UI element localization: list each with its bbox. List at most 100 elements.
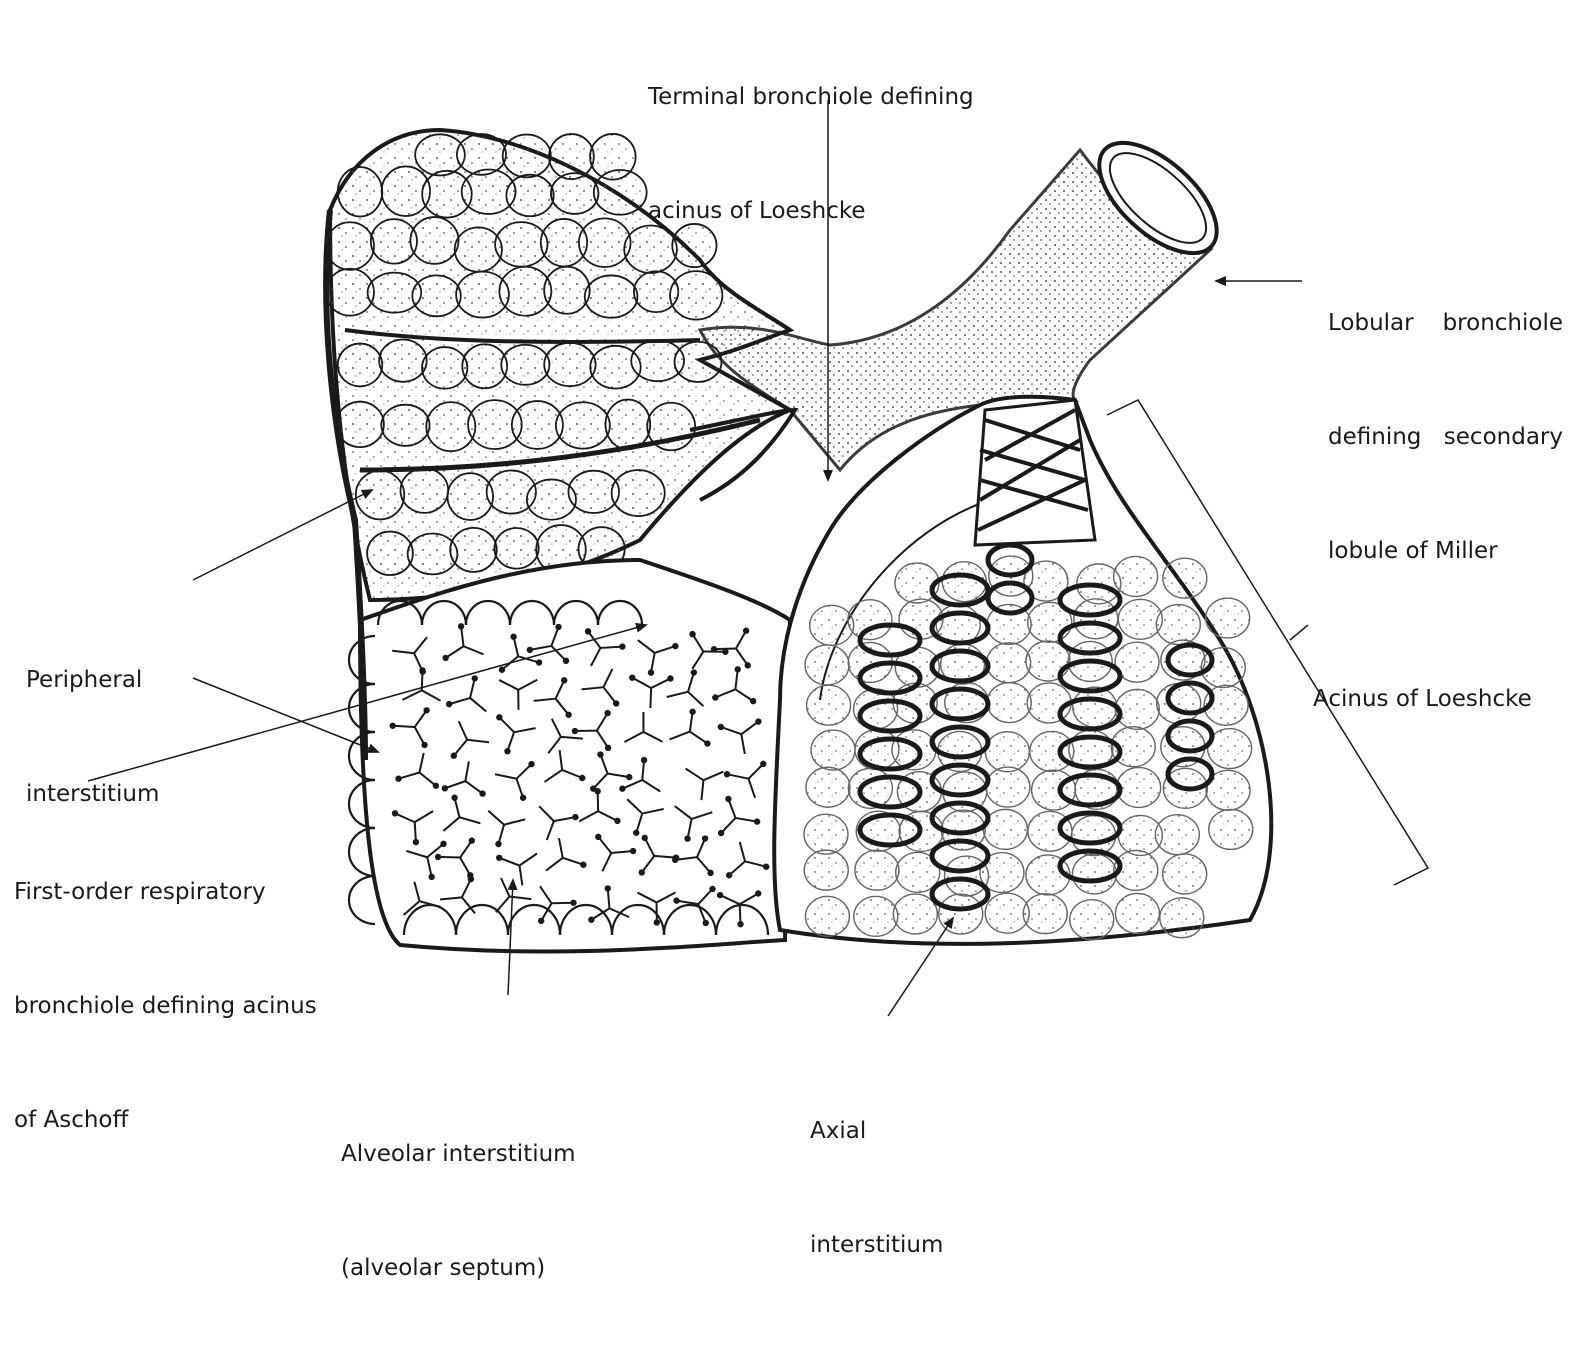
alveolus (338, 167, 383, 216)
septum-node (604, 710, 610, 716)
septum-node (520, 795, 526, 801)
septum-branch (650, 688, 651, 708)
septum-node (743, 628, 749, 634)
alveolus (506, 175, 553, 217)
alveolus (412, 275, 460, 316)
right-alveoli (804, 556, 1253, 940)
septum-node (472, 675, 478, 681)
septum-node (630, 848, 636, 854)
septum-node (499, 667, 505, 673)
alveolus (1072, 854, 1116, 894)
alveolus (457, 134, 506, 175)
label-axial-interstitium: Axial interstitium (810, 1036, 943, 1340)
alveolus (1070, 900, 1114, 940)
septum-node (395, 776, 401, 782)
alveolus (986, 767, 1030, 807)
alveolus (1074, 599, 1118, 639)
alveolus (1114, 556, 1158, 596)
alveolus (810, 605, 854, 645)
septum-branch (600, 647, 622, 648)
alveolus (1117, 767, 1161, 807)
septum-node (442, 785, 448, 791)
alveolus (675, 342, 722, 382)
septum-node (704, 740, 710, 746)
septum-node (538, 918, 544, 924)
septum-node (504, 748, 510, 754)
septum-node (579, 775, 585, 781)
septum-node (750, 698, 756, 704)
septum-node (451, 795, 457, 801)
septum-node (673, 897, 679, 903)
alveolus (1115, 893, 1159, 933)
septum-node (648, 669, 654, 675)
septum-node (597, 751, 603, 757)
septum-node (619, 785, 625, 791)
septum-node (469, 837, 475, 843)
septum-node (594, 788, 600, 794)
septum-node (605, 745, 611, 751)
septum-node (528, 761, 534, 767)
alveolus (1030, 731, 1074, 771)
terminal-airway-crosshatch (975, 400, 1095, 545)
septum-node (755, 718, 761, 724)
alveolus (379, 339, 427, 381)
septum-node (588, 917, 594, 923)
septum-node (702, 835, 708, 841)
septum-node (691, 669, 697, 675)
septum-node (763, 863, 769, 869)
septum-node (451, 753, 457, 759)
septum-node (433, 783, 439, 789)
septum-node (423, 707, 429, 713)
septum-node (737, 921, 743, 927)
alveolus (939, 894, 983, 934)
alveolus (462, 344, 507, 388)
alveolus (1157, 683, 1201, 723)
septum-node (572, 728, 578, 734)
alveolus (494, 528, 538, 569)
label-first-order-bronchiole: First-order respiratory bronchiole defin… (14, 797, 317, 1215)
septum-node (390, 723, 396, 729)
alveolus (544, 267, 590, 314)
alveolus (450, 528, 497, 572)
septum-node (392, 810, 398, 816)
septum-node (613, 700, 619, 706)
alveolus (854, 896, 898, 936)
septum-node (496, 714, 502, 720)
septum-node (479, 790, 485, 796)
alveolus (605, 400, 650, 450)
alveolus (1156, 605, 1200, 645)
alveolus (549, 134, 594, 179)
septum-node (580, 862, 586, 868)
alveolus (1023, 894, 1067, 934)
alveolus (367, 532, 413, 575)
alveolus (805, 896, 849, 936)
lung-lobule-diagram: Terminal bronchiole defining acinus of L… (0, 0, 1575, 1136)
alveolus-scallop (349, 876, 375, 924)
septum-node (570, 900, 576, 906)
septum-node (619, 643, 625, 649)
septum-node (717, 892, 723, 898)
alveolus (594, 170, 647, 215)
septum-node (565, 712, 571, 718)
alveolus (893, 894, 937, 934)
septum-node (667, 675, 673, 681)
alveolus (579, 218, 631, 267)
septum-node (563, 658, 569, 664)
alveolus (985, 732, 1029, 772)
alveolus (400, 468, 448, 513)
alveolus (1115, 689, 1159, 729)
septum-node (754, 818, 760, 824)
label-alveolar-interstitium: Alveolar interstitium (alveolar septum) (341, 1059, 576, 1363)
septum-node (726, 872, 732, 878)
alveolus (1163, 558, 1207, 598)
septum-node (642, 835, 648, 841)
alveolus (448, 473, 494, 520)
septum-node (413, 839, 419, 845)
septum-node (707, 870, 713, 876)
septum-branch (714, 648, 736, 649)
septum-node (745, 662, 751, 668)
septum-node (626, 774, 632, 780)
alveolus (585, 275, 638, 317)
septum-node (718, 724, 724, 730)
alveolus (804, 814, 848, 854)
